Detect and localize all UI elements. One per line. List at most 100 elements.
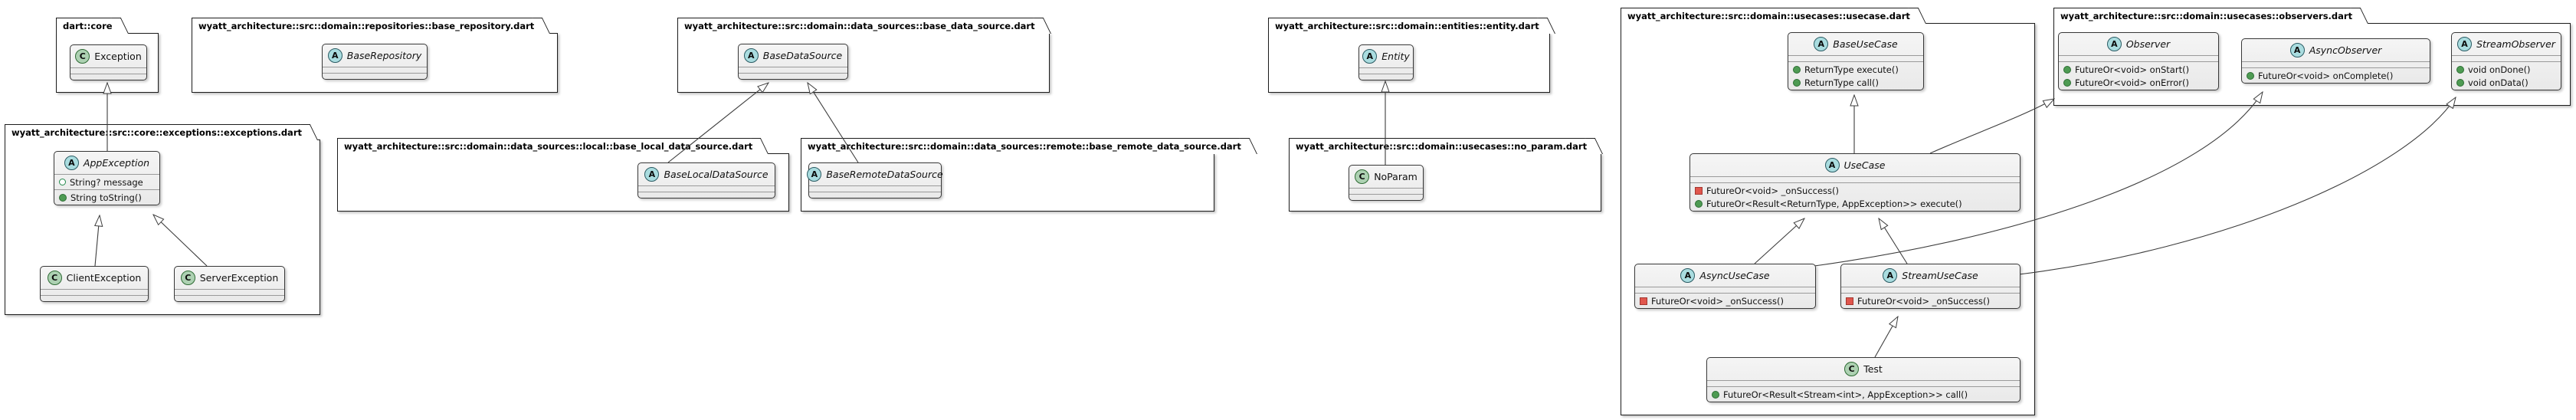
method-text: FutureOr<void> _onSuccess() bbox=[1857, 295, 1991, 307]
methods-section bbox=[1349, 195, 1423, 200]
attributes-section bbox=[2242, 62, 2430, 68]
class-name: AsyncObserver bbox=[2309, 44, 2382, 56]
class-no-param: C NoParam bbox=[1349, 165, 1424, 201]
class-base-remote-data-source: A BaseRemoteDataSource bbox=[807, 162, 943, 199]
class-icon: C bbox=[47, 271, 62, 285]
methods-section bbox=[638, 192, 775, 198]
package-tab: wyatt_architecture::src::domain::data_so… bbox=[337, 138, 761, 154]
class-header: A BaseUseCase bbox=[1788, 33, 1923, 56]
class-client-exception: C ClientException bbox=[40, 266, 149, 302]
attributes-section bbox=[2059, 56, 2218, 62]
class-test: C Test FutureOr<Result<Stream<int>, AppE… bbox=[1706, 357, 2020, 402]
method-text: FutureOr<void> onError() bbox=[2075, 77, 2189, 88]
class-observer: A Observer FutureOr<void> onStart() Futu… bbox=[2058, 32, 2219, 90]
class-name: Entity bbox=[1381, 51, 1410, 62]
class-base-data-source: A BaseDataSource bbox=[738, 44, 848, 80]
package-title: wyatt_architecture::src::domain::usecase… bbox=[2060, 11, 2353, 21]
package-tab: wyatt_architecture::src::domain::data_so… bbox=[801, 138, 1249, 154]
abstract-class-icon: A bbox=[1814, 37, 1829, 51]
package-base-remote-data-source: wyatt_architecture::src::domain::data_so… bbox=[801, 138, 1249, 212]
package-no-param: wyatt_architecture::src::domain::usecase… bbox=[1289, 138, 1601, 212]
class-name: BaseUseCase bbox=[1833, 38, 1898, 50]
class-base-use-case: A BaseUseCase ReturnType execute() Retur… bbox=[1788, 32, 1924, 90]
method-row: FutureOr<void> _onSuccess() bbox=[1841, 294, 2020, 307]
attributes-section bbox=[1841, 287, 2020, 294]
methods-section: FutureOr<Result<Stream<int>, AppExceptio… bbox=[1707, 387, 2020, 402]
class-header: A UseCase bbox=[1690, 154, 2020, 177]
methods-section bbox=[323, 74, 427, 79]
method-text: FutureOr<void> onStart() bbox=[2075, 64, 2190, 75]
abstract-class-icon: A bbox=[644, 167, 660, 182]
class-exception: C Exception bbox=[70, 44, 147, 80]
package-title: dart::core bbox=[63, 21, 113, 31]
method-text: FutureOr<Result<ReturnType, AppException… bbox=[1706, 198, 1962, 209]
package-tab: wyatt_architecture::src::domain::usecase… bbox=[2053, 8, 2361, 24]
class-header: C Test bbox=[1707, 358, 2020, 381]
method-row: FutureOr<void> onError() bbox=[2059, 76, 2218, 89]
public-field-icon bbox=[59, 179, 66, 185]
class-header: C Exception bbox=[70, 45, 146, 68]
class-server-exception: C ServerException bbox=[174, 266, 285, 302]
package-base-data-source: wyatt_architecture::src::domain::data_so… bbox=[677, 18, 1050, 93]
package-title: wyatt_architecture::src::domain::data_so… bbox=[344, 141, 753, 152]
methods-section: FutureOr<void> onComplete() bbox=[2242, 68, 2430, 83]
package-tab: wyatt_architecture::src::domain::reposit… bbox=[192, 18, 542, 34]
methods-section bbox=[175, 296, 284, 301]
class-name: BaseRepository bbox=[346, 50, 422, 61]
class-base-local-data-source: A BaseLocalDataSource bbox=[637, 162, 775, 199]
class-header: A StreamObserver bbox=[2452, 33, 2561, 56]
attribute-text: String? message bbox=[70, 176, 143, 188]
methods-section bbox=[1359, 74, 1413, 80]
abstract-class-icon: A bbox=[327, 48, 342, 63]
public-method-icon bbox=[2063, 78, 2071, 87]
public-method-icon bbox=[1793, 65, 1801, 74]
attributes-section bbox=[175, 290, 284, 296]
package-entity: wyatt_architecture::src::domain::entitie… bbox=[1268, 18, 1550, 93]
package-title: wyatt_architecture::src::domain::data_so… bbox=[808, 141, 1241, 152]
class-header: A BaseRepository bbox=[323, 44, 427, 67]
methods-section bbox=[809, 192, 941, 198]
private-method-icon bbox=[1640, 297, 1647, 305]
package-base-local-data-source: wyatt_architecture::src::domain::data_so… bbox=[337, 138, 789, 212]
class-name: UseCase bbox=[1844, 159, 1886, 171]
package-title: wyatt_architecture::src::core::exception… bbox=[11, 127, 302, 138]
method-text: ReturnType execute() bbox=[1804, 64, 1899, 75]
attributes-section bbox=[638, 186, 775, 192]
class-entity: A Entity bbox=[1358, 44, 1414, 80]
class-header: C ClientException bbox=[41, 267, 148, 290]
public-method-icon bbox=[1695, 199, 1703, 208]
method-row: ReturnType call() bbox=[1788, 76, 1923, 89]
method-row: String toString() bbox=[54, 191, 159, 204]
attributes-section bbox=[809, 186, 941, 192]
class-header: A Entity bbox=[1359, 45, 1413, 68]
method-row: FutureOr<void> onComplete() bbox=[2242, 69, 2430, 82]
method-text: String toString() bbox=[70, 192, 142, 203]
class-name: BaseRemoteDataSource bbox=[826, 169, 943, 180]
class-name: BaseLocalDataSource bbox=[664, 169, 769, 180]
class-icon: C bbox=[1355, 169, 1370, 184]
edge-baseremotedatasource-extends-basedatasource bbox=[808, 83, 859, 163]
method-row: void onData() bbox=[2452, 76, 2561, 89]
class-base-repository: A BaseRepository bbox=[322, 44, 428, 80]
methods-section: FutureOr<void> onStart() FutureOr<void> … bbox=[2059, 62, 2218, 90]
class-name: StreamUseCase bbox=[1902, 270, 1978, 281]
attributes-section bbox=[1635, 287, 1815, 294]
class-use-case: A UseCase FutureOr<void> _onSuccess() Fu… bbox=[1689, 153, 2020, 212]
abstract-class-icon: A bbox=[1362, 49, 1378, 64]
class-name: StreamObserver bbox=[2476, 38, 2555, 50]
package-title: wyatt_architecture::src::domain::reposit… bbox=[198, 21, 535, 31]
method-row: ReturnType execute() bbox=[1788, 63, 1923, 76]
class-icon: C bbox=[180, 271, 195, 285]
class-name: NoParam bbox=[1374, 171, 1417, 182]
method-text: ReturnType call() bbox=[1804, 77, 1879, 88]
method-text: FutureOr<void> _onSuccess() bbox=[1706, 185, 1840, 196]
class-header: A Observer bbox=[2059, 33, 2218, 56]
package-exceptions: wyatt_architecture::src::core::exception… bbox=[5, 124, 320, 315]
attributes-section bbox=[1690, 177, 2020, 183]
method-text: FutureOr<void> onComplete() bbox=[2258, 70, 2394, 81]
methods-section: void onDone() void onData() bbox=[2452, 62, 2561, 90]
abstract-class-icon: A bbox=[743, 48, 759, 63]
abstract-class-icon: A bbox=[1680, 268, 1696, 283]
abstract-class-icon: A bbox=[807, 167, 822, 182]
